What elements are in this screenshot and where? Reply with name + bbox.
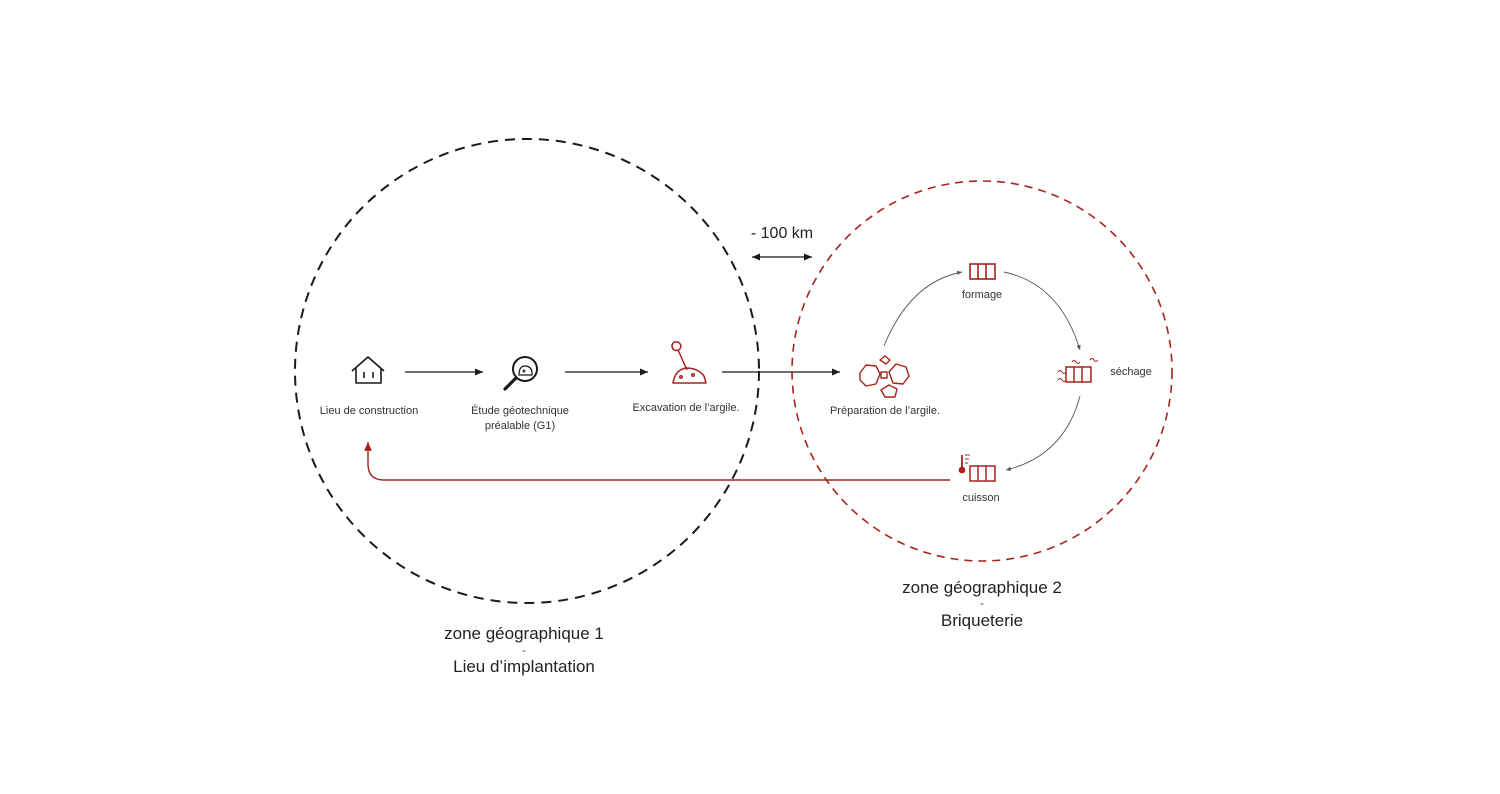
step-sechage-label: séchage (1110, 366, 1152, 378)
brick-icon (969, 263, 996, 280)
magnifier-icon (503, 356, 538, 391)
step-formage-label: formage (961, 289, 1003, 301)
zone-2-subtitle: Briqueterie (940, 611, 1024, 630)
firing-brick-icon (958, 454, 996, 482)
arrow-formage-to-sechage (1003, 271, 1081, 351)
zone-2-title: zone géographique 2 (902, 578, 1062, 597)
step-preparation-label: Préparation de l’argile. (829, 405, 941, 417)
step-construction-label: Lieu de construction (319, 405, 419, 417)
zone-1-circle (294, 138, 760, 604)
distance-label: - 100 km (750, 225, 814, 242)
arrow-sechage-to-cuisson (1005, 395, 1081, 471)
step-cuisson-label: cuisson (962, 492, 1000, 504)
step-etude-label-line2: préalable (G1) (484, 420, 556, 432)
zone-2-circle (791, 180, 1173, 562)
zone-2-separator: - (980, 596, 984, 610)
zone-1-title: zone géographique 1 (444, 624, 604, 643)
house-icon (351, 356, 385, 384)
arrow-preparation-to-formage (883, 270, 963, 347)
clay-clods-icon (859, 355, 910, 398)
zone-1-separator: - (522, 643, 526, 657)
drying-brick-icon (1057, 357, 1099, 383)
step-excavation-label: Excavation de l’argile. (632, 402, 740, 414)
arrow-cuisson-to-construction (364, 442, 950, 481)
step-etude-label-line1: Étude géotechnique (471, 405, 569, 417)
zone-1-subtitle: Lieu d’implantation (453, 657, 595, 676)
shovel-icon (671, 341, 707, 384)
